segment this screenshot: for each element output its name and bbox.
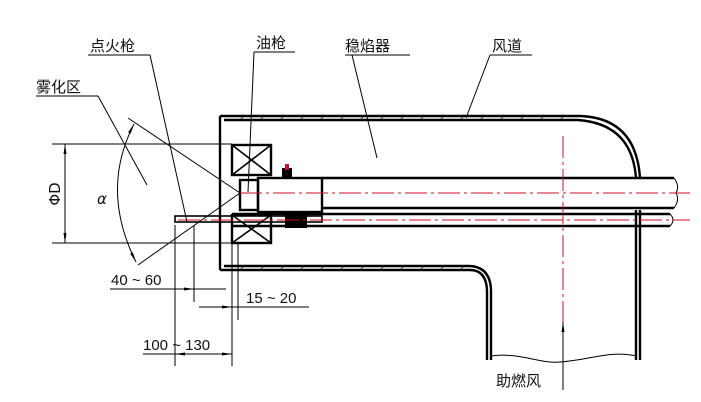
flame-stabilizer-label: 稳焰器 <box>345 37 390 55</box>
combustion-air-label: 助燃风 <box>496 372 541 390</box>
atomization-zone-label: 雾化区 <box>36 78 81 96</box>
ignition-gun-label: 点火枪 <box>90 37 135 55</box>
offset-dimensions <box>110 225 309 366</box>
air-duct <box>218 114 642 363</box>
angle-label: α <box>97 190 107 208</box>
total-offset-label: 100 ~ 130 <box>143 337 210 354</box>
oil-gun-label: 油枪 <box>256 34 286 52</box>
oil-gun-offset-label: 15 ~ 20 <box>246 290 296 307</box>
diameter-dimension <box>52 143 232 244</box>
diameter-label: ΦD <box>46 182 64 205</box>
oil-gun <box>238 164 679 214</box>
spray-cone <box>117 117 241 266</box>
air-duct-label: 风道 <box>492 37 522 55</box>
duct-hatching <box>239 115 565 271</box>
ignition-offset-label: 40 ~ 60 <box>111 272 161 289</box>
